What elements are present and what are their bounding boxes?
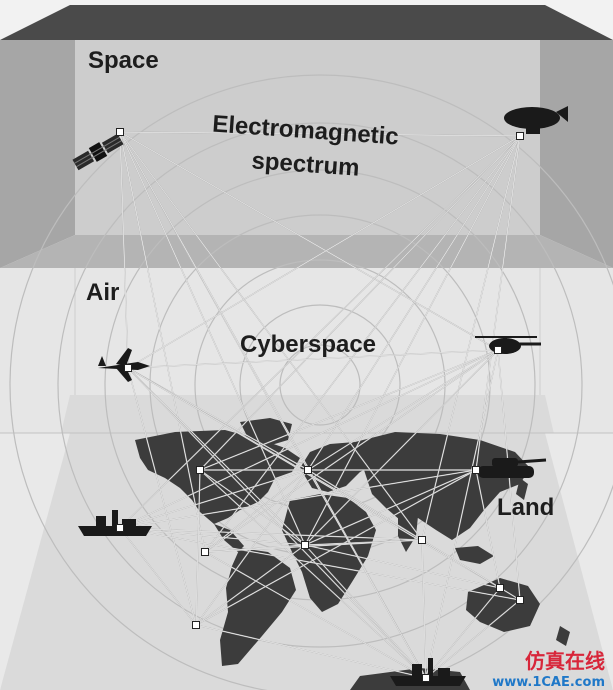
network-link-highlight [304, 349, 499, 546]
network-link-highlight [204, 551, 427, 679]
network-link-highlight [119, 131, 206, 553]
room-ceiling [0, 5, 613, 40]
satellite-icon [72, 133, 124, 171]
air-label: Air [86, 279, 119, 306]
network-link-highlight [421, 135, 521, 541]
satellite-dish-icon [504, 106, 568, 134]
network-node [301, 541, 309, 549]
australia [466, 578, 540, 632]
network-node [516, 596, 524, 604]
network-link-highlight [304, 135, 521, 546]
network-link-highlight [307, 135, 521, 471]
network-link-highlight [119, 469, 477, 529]
network-link-highlight [127, 367, 427, 679]
network-link-highlight [307, 349, 499, 471]
network-link-highlight [127, 135, 521, 369]
watermark-url: www.1CAE.com [492, 675, 605, 690]
network-link-highlight [119, 131, 129, 369]
southeast-asia [455, 546, 494, 564]
japan [516, 478, 528, 500]
network-link-highlight [127, 349, 499, 369]
land-label: Land [497, 494, 554, 521]
network-link-highlight [304, 544, 501, 589]
north-america [135, 430, 300, 524]
network-link-highlight [119, 349, 499, 529]
network-link-highlight [195, 469, 309, 626]
network-link-highlight [119, 131, 306, 546]
platform-icons [72, 106, 568, 686]
network-link-highlight [119, 131, 521, 137]
network-node [116, 524, 124, 532]
network-link-highlight [119, 527, 306, 546]
network-link-highlight [119, 527, 423, 541]
network-node [201, 548, 209, 556]
network-link-highlight [199, 469, 306, 546]
south-america [220, 548, 296, 666]
network-link-highlight [119, 135, 521, 529]
network-node [496, 584, 504, 592]
network-link-highlight [119, 527, 521, 601]
new-zealand [556, 626, 570, 646]
network-link-highlight [127, 367, 197, 626]
network-link-highlight [119, 527, 197, 626]
network-node [304, 466, 312, 474]
network-link-highlight [119, 131, 423, 541]
network-node [422, 674, 430, 682]
network-link-highlight [119, 469, 309, 529]
network-node [494, 346, 502, 354]
network-link-highlight [425, 599, 521, 679]
network-node [196, 466, 204, 474]
network-link-highlight [195, 624, 427, 679]
space-left-wall [0, 40, 75, 268]
network-node [472, 466, 480, 474]
fighter-jet-icon [98, 348, 150, 382]
network-link-highlight [199, 349, 499, 471]
network-link-highlight [425, 349, 499, 679]
space-label: Space [88, 47, 159, 74]
network-node [418, 536, 426, 544]
network-node [124, 364, 132, 372]
network-link-highlight [195, 469, 201, 626]
watermark: 仿真在线 www.1CAE.com [492, 649, 605, 690]
network-link-highlight [127, 367, 501, 589]
network-link-highlight [199, 135, 521, 471]
cyberspace-label: Cyberspace [240, 331, 376, 358]
network-link-highlight [199, 469, 427, 679]
watermark-cn: 仿真在线 [525, 649, 605, 673]
network-links [119, 131, 521, 679]
network-node [516, 132, 524, 140]
network-node [192, 621, 200, 629]
network-link-highlight [304, 544, 427, 679]
network-link-highlight [204, 539, 423, 553]
network-link-highlight [425, 587, 501, 679]
network-link-highlight [204, 349, 499, 553]
network-link-highlight [195, 469, 477, 626]
network-link-highlight [421, 539, 427, 679]
network-link-highlight [304, 469, 477, 546]
space-back-wall [75, 40, 540, 235]
network-link-highlight [119, 131, 499, 351]
network-link-highlight [475, 469, 501, 589]
network-node [116, 128, 124, 136]
network-link-highlight [307, 469, 427, 679]
network-link-highlight [204, 135, 521, 553]
space-floor [0, 235, 613, 268]
warship-icon [78, 510, 152, 536]
network-nodes [116, 128, 524, 682]
space-right-wall [540, 40, 613, 268]
network-link-highlight [204, 469, 309, 553]
network-link-highlight [195, 544, 306, 626]
tank-icon [478, 458, 547, 478]
